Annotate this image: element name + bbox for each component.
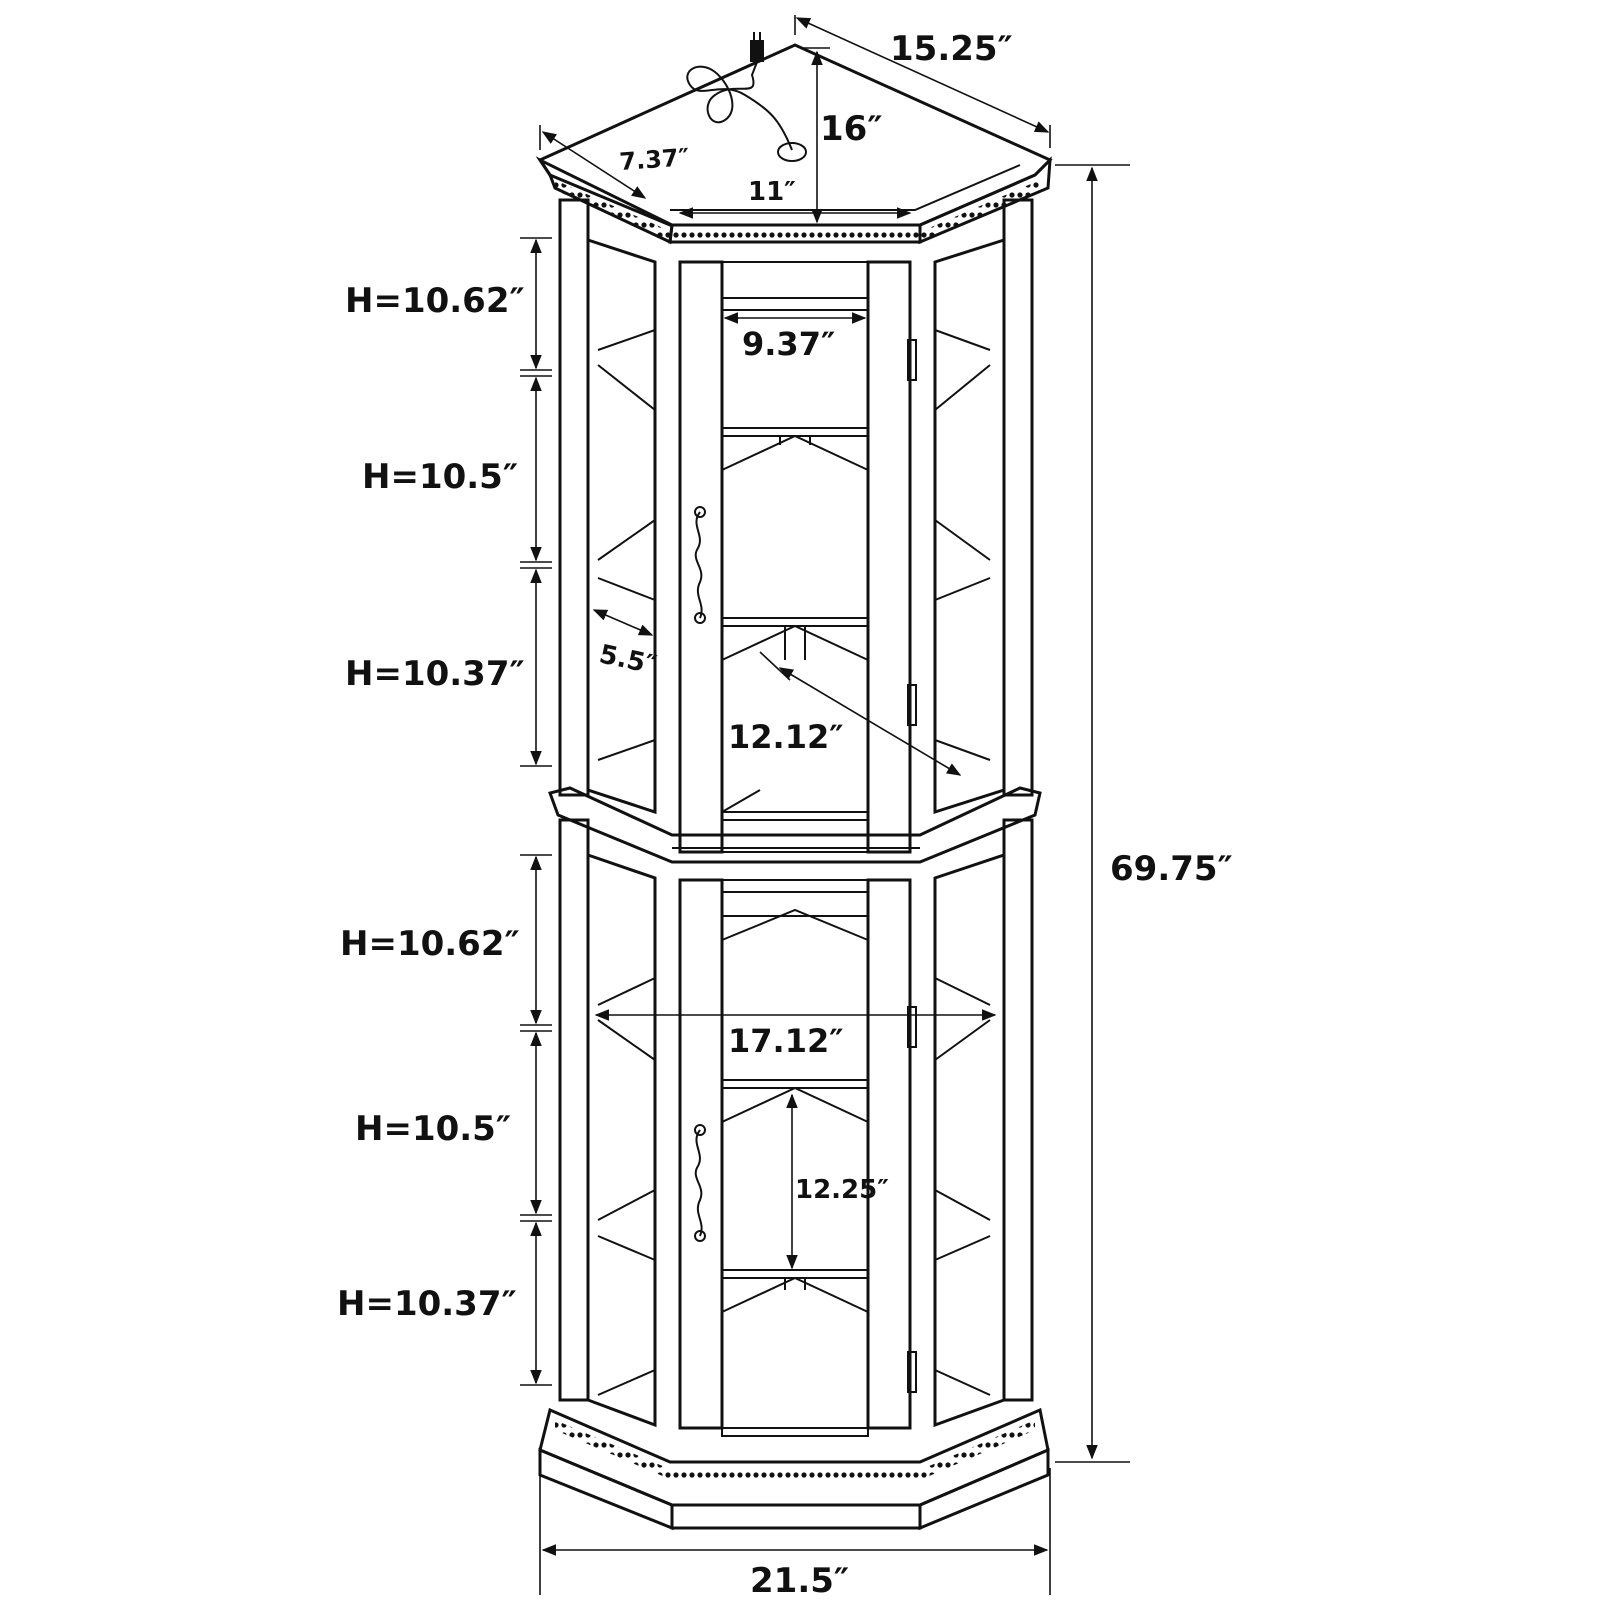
- inner-diagonal-label: 12.12″: [728, 718, 844, 756]
- hinge-icon: [907, 1006, 917, 1048]
- dimension-lines: [520, 15, 1130, 1595]
- upper-shelf-height-2-label: H=10.5″: [362, 457, 518, 497]
- upper-shelf-height-1-label: H=10.62″: [345, 281, 525, 321]
- top-side-label: 7.37″: [618, 143, 690, 176]
- middle-molding: [548, 786, 1042, 864]
- lower-shelf-height-2-label: H=10.5″: [355, 1109, 511, 1149]
- lower-shelf-height-1-label: H=10.62″: [340, 924, 520, 964]
- lower-shelf-height-3-label: H=10.37″: [337, 1284, 517, 1324]
- side-glass-depth-label: 5.5″: [597, 640, 660, 681]
- inner-front-width-label: 9.37″: [742, 325, 835, 363]
- shelf-depth-label: 12.25″: [795, 1175, 889, 1205]
- power-cord-icon: [686, 32, 793, 151]
- cabinet-base: [538, 1407, 1050, 1531]
- upper-shelf-height-3-label: H=10.37″: [345, 654, 525, 694]
- base-width-label: 21.5″: [750, 1561, 849, 1600]
- top-back-width-label: 15.25″: [890, 29, 1013, 69]
- hinge-icon: [907, 339, 917, 381]
- top-depth-label: 16″: [820, 109, 883, 149]
- top-front-label: 11″: [748, 177, 796, 207]
- lower-cabinet: [558, 818, 1034, 1437]
- hinge-icon: [907, 1351, 917, 1393]
- door-handle-icon: [694, 506, 706, 624]
- upper-cabinet: [558, 198, 1034, 854]
- inner-width-label: 17.12″: [728, 1022, 844, 1060]
- door-handle-icon: [694, 1124, 706, 1242]
- cable-hole: [777, 142, 807, 162]
- total-height-label: 69.75″: [1110, 849, 1233, 889]
